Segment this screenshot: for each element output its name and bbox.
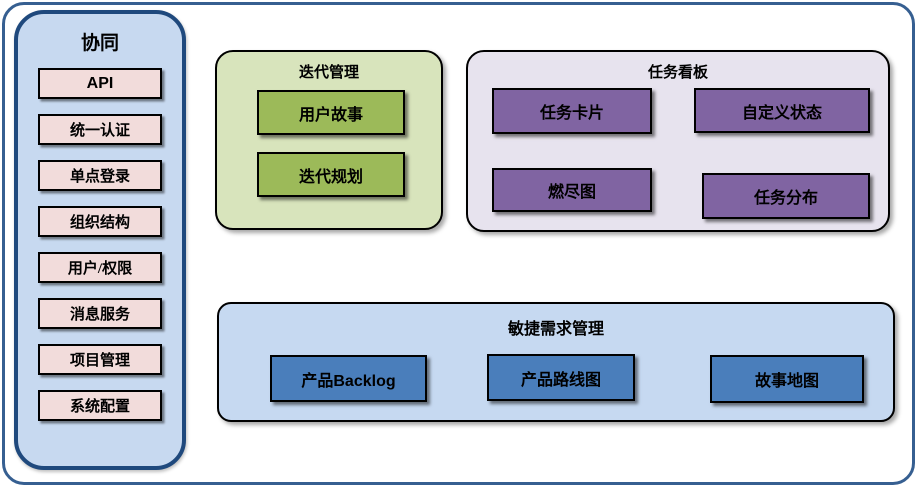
agile-requirements-panel: 敏捷需求管理 产品Backlog 产品路线图 故事地图	[217, 302, 895, 422]
task-board-panel: 任务看板 任务卡片 自定义状态 燃尽图 任务分布	[466, 50, 890, 232]
product-backlog-box: 产品Backlog	[270, 355, 427, 402]
task-distribution-box: 任务分布	[702, 173, 870, 219]
iteration-panel-title: 迭代管理	[298, 64, 359, 81]
agile-panel-title: 敏捷需求管理	[507, 321, 604, 338]
iteration-management-panel: 迭代管理 用户故事 迭代规划	[215, 50, 443, 230]
user-story-box: 用户故事	[257, 90, 405, 135]
collaboration-sidebar: 协同 API 统一认证 单点登录 组织结构 用户/权限 消息服务 项目管理 系统…	[14, 10, 186, 470]
sidebar-item-system-config: 系统配置	[38, 390, 162, 421]
sidebar-item-sso: 单点登录	[38, 160, 162, 191]
sidebar-item-api: API	[38, 68, 162, 99]
sidebar-title: 协同	[80, 33, 119, 54]
task-card-box: 任务卡片	[492, 88, 652, 134]
burndown-chart-box: 燃尽图	[492, 168, 652, 212]
iteration-planning-box: 迭代规划	[257, 152, 405, 197]
sidebar-item-list: API 统一认证 单点登录 组织结构 用户/权限 消息服务 项目管理 系统配置	[18, 68, 182, 436]
task-board-title: 任务看板	[647, 64, 708, 81]
sidebar-item-message-service: 消息服务	[38, 298, 162, 329]
sidebar-item-project-management: 项目管理	[38, 344, 162, 375]
story-map-box: 故事地图	[710, 355, 864, 403]
sidebar-item-user-permissions: 用户/权限	[38, 252, 162, 283]
product-roadmap-box: 产品路线图	[487, 354, 635, 401]
custom-status-box: 自定义状态	[694, 88, 870, 133]
sidebar-item-org-structure: 组织结构	[38, 206, 162, 237]
sidebar-item-unified-auth: 统一认证	[38, 114, 162, 145]
